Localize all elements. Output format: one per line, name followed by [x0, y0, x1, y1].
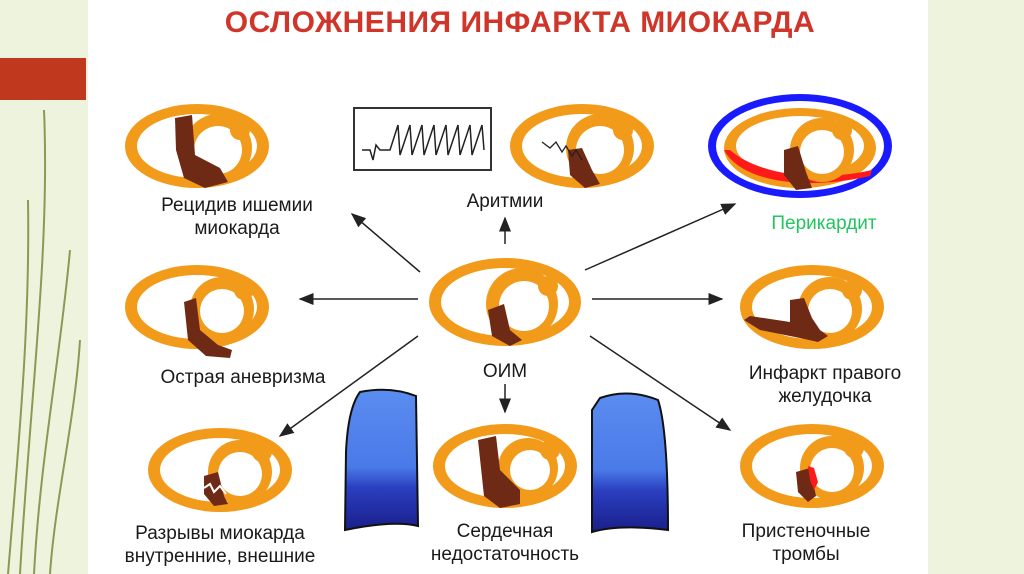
label-rupture: Разрывы миокарда внутренние, внешние	[100, 522, 340, 568]
label-recurrent-ischemia: Рецидив ишемии миокарда	[142, 194, 332, 240]
heart-cross-section-icon	[429, 258, 581, 346]
label-line: миокарда	[194, 218, 280, 239]
label-line: недостаточность	[430, 544, 580, 565]
label-line: Рецидив ишемии	[161, 195, 313, 216]
heart-cross-section-icon	[740, 424, 884, 508]
label-arrhythmia: Аритмии	[466, 191, 544, 212]
heart-cross-section-icon	[740, 265, 884, 349]
arrows	[278, 203, 737, 437]
page-title: ОСЛОЖНЕНИЯ ИНФАРКТА МИОКАРДА	[224, 6, 816, 39]
label-line: желудочка	[778, 386, 872, 407]
heart-cross-section-icon	[708, 94, 892, 198]
heart-cross-section-icon	[433, 424, 577, 508]
heart-cross-section-icon	[510, 104, 654, 188]
heart-cross-section-icon	[125, 104, 269, 188]
label-line: Инфаркт правого	[748, 363, 902, 384]
accent-bar	[0, 58, 86, 100]
label-line: Сердечная	[456, 521, 554, 542]
label-line: Разрывы миокарда	[135, 523, 305, 544]
label-center-oim: ОИМ	[482, 361, 528, 382]
label-line: Пристеночные	[741, 521, 871, 542]
label-pericarditis: Перикардит	[771, 213, 877, 234]
grass-decoration	[7, 109, 81, 574]
heart-cross-section-icon	[148, 428, 292, 512]
arrow-to-recurrent	[350, 213, 421, 273]
arrow-to-pericarditis	[584, 203, 737, 271]
label-rv-infarct: Инфаркт правого желудочка	[730, 362, 920, 408]
heart-cross-section-icon	[125, 265, 269, 358]
label-line: тромбы	[772, 544, 840, 565]
label-thrombi: Пристеночные тромбы	[716, 520, 896, 566]
ecg-trace-icon	[353, 107, 492, 171]
right-decor-panel	[928, 0, 1024, 574]
arrow-to-thrombi	[589, 335, 732, 431]
ventricle-chamber-icon	[591, 392, 670, 534]
label-line: внутренние, внешние	[124, 546, 316, 567]
label-heart-failure: Сердечная недостаточность	[410, 520, 600, 566]
label-aneurysm: Острая аневризма	[160, 367, 326, 388]
arrow-to-rupture	[278, 335, 419, 437]
ventricle-chamber-icon	[343, 388, 420, 532]
